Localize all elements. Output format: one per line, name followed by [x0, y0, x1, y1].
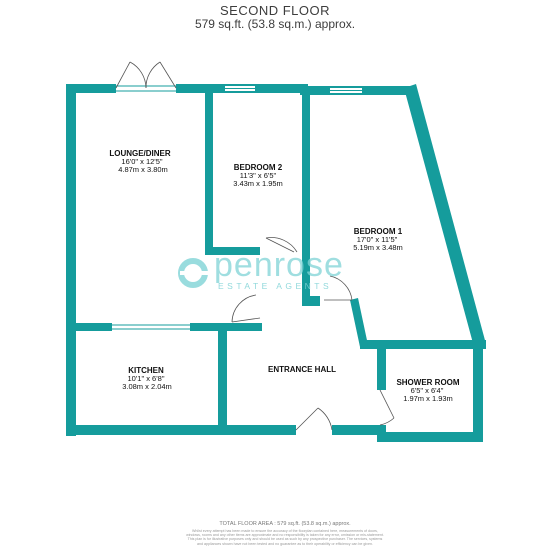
door-lounge-hall — [231, 317, 261, 323]
door-bedroom2 — [265, 237, 295, 253]
room-dim-imperial: 16'0" x 12'5" — [121, 157, 162, 166]
wall-bed1-lower — [302, 296, 320, 306]
room-name: LOUNGE/DINER — [109, 149, 171, 158]
room-name: ENTRANCE HALL — [268, 365, 336, 374]
footer-disclaimer: Whilst every attempt has been made to en… — [186, 529, 384, 546]
room-dim-imperial: 6'5" x 6'4" — [411, 386, 444, 395]
wall-bottom-step — [377, 425, 386, 442]
room-name: SHOWER ROOM — [396, 378, 459, 387]
brand-tagline: ESTATE AGENTS — [218, 281, 333, 291]
room-name: BEDROOM 2 — [234, 163, 283, 172]
room-dim-metric: 5.19m x 3.48m — [353, 243, 403, 252]
watermark: penrose ESTATE AGENTS — [178, 246, 378, 294]
floor-title: SECOND FLOOR — [219, 3, 330, 18]
room-name: BEDROOM 1 — [354, 227, 403, 236]
room-dim-metric: 1.97m x 1.93m — [403, 394, 453, 403]
wall-bed2-right — [302, 90, 310, 300]
brand-logo-icon — [178, 258, 210, 288]
door-entrance — [295, 407, 319, 431]
wall-bottom-left — [66, 425, 296, 435]
room-name: KITCHEN — [128, 366, 164, 375]
room-dim-metric: 3.08m x 2.04m — [122, 382, 172, 391]
wall-bed1-diag — [350, 298, 368, 347]
wall-shower-left — [377, 340, 386, 390]
room-dim-imperial: 17'0" x 11'5" — [357, 235, 398, 244]
wall-kitchen-top-left — [66, 323, 112, 331]
wall-top-left — [66, 84, 116, 93]
room-kitchen: KITCHEN 10'1" x 6'8" 3.08m x 2.04m — [122, 366, 172, 391]
room-entrance-hall: ENTRANCE HALL — [268, 365, 336, 374]
wall-left — [66, 84, 76, 436]
brand-name: penrose — [214, 246, 344, 284]
wall-shower-right — [473, 344, 483, 442]
room-dim-metric: 3.43m x 1.95m — [233, 179, 283, 188]
wall-bottom-mid — [332, 425, 380, 435]
room-dim-imperial: 10'1" x 6'8" — [128, 374, 165, 383]
room-bedroom2: BEDROOM 2 11'3" x 6'5" 3.43m x 1.95m — [233, 163, 283, 188]
wall-bed2-bottom — [205, 247, 260, 255]
room-dim-imperial: 11'3" x 6'5" — [240, 171, 277, 180]
door-lounge-left — [115, 61, 131, 89]
wall-right-diagonal — [404, 84, 486, 347]
room-lounge: LOUNGE/DINER 16'0" x 12'5" 4.87m x 3.80m — [109, 149, 171, 174]
doors — [115, 61, 395, 431]
room-bedroom1: BEDROOM 1 17'0" x 11'5" 5.19m x 3.48m — [353, 227, 403, 252]
footer-total-area: TOTAL FLOOR AREA : 579 sq.ft. (53.8 sq.m… — [219, 521, 351, 527]
wall-bottom-right — [377, 432, 481, 442]
room-shower: SHOWER ROOM 6'5" x 6'4" 1.97m x 1.93m — [396, 378, 459, 403]
floor-area: 579 sq.ft. (53.8 sq.m.) approx. — [194, 17, 356, 31]
door-shower — [379, 389, 395, 419]
room-dim-metric: 4.87m x 3.80m — [118, 165, 168, 174]
door-lounge-right — [159, 61, 177, 89]
walls — [66, 84, 486, 442]
wall-bed2-left — [205, 90, 213, 254]
wall-kitchen-right — [218, 323, 227, 435]
wall-shower-top — [360, 340, 486, 349]
